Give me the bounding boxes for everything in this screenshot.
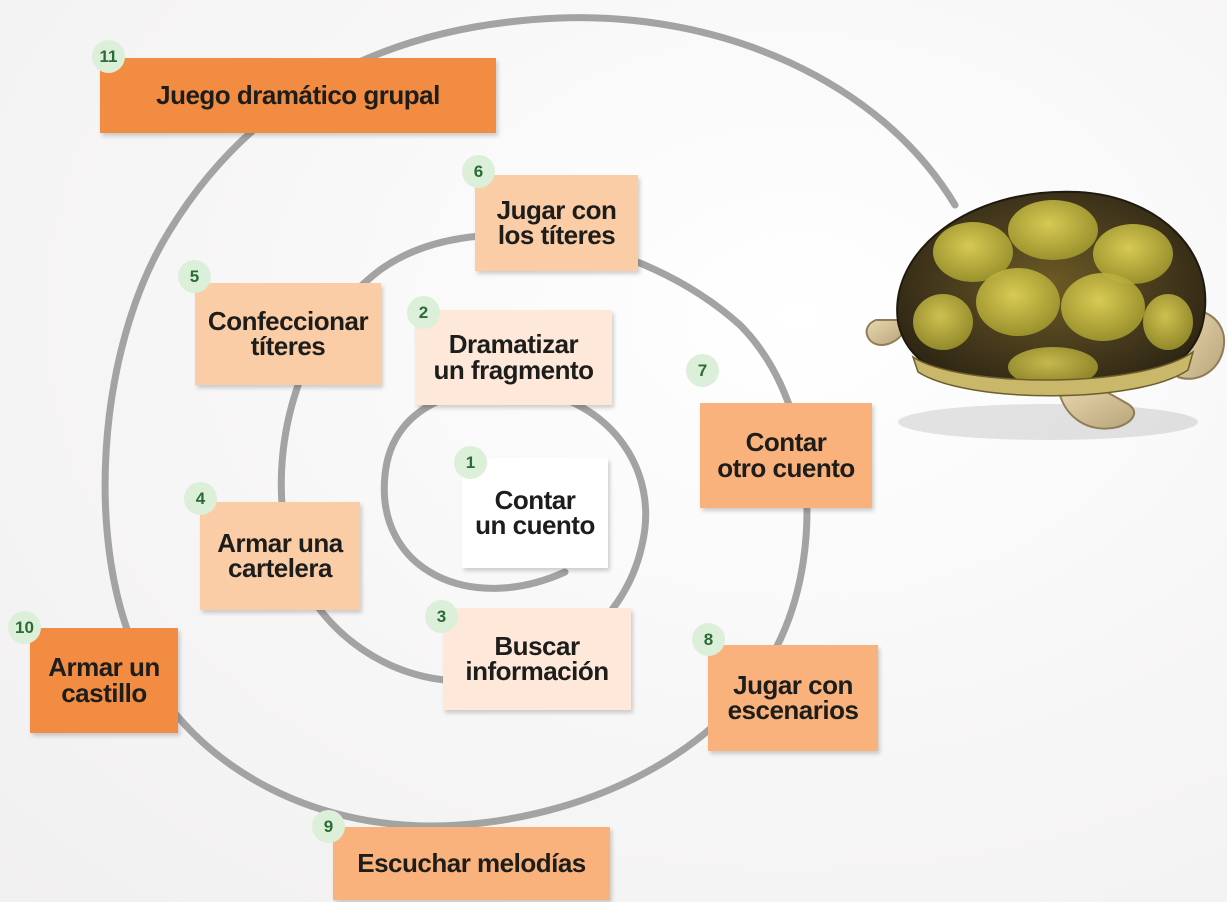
step-number-7: 7 <box>686 354 719 387</box>
step-label-1: Contar un cuento <box>475 484 595 540</box>
step-number-11: 11 <box>92 40 125 73</box>
step-number-6: 6 <box>462 155 495 188</box>
step-box-6: Jugar con los títeres <box>475 175 638 271</box>
step-number-5: 5 <box>178 260 211 293</box>
turtle-image <box>865 190 1226 440</box>
step-box-2: Dramatizar un fragmento <box>415 310 612 405</box>
step-label-7: Contar otro cuento <box>717 427 855 483</box>
step-label-4: Armar una cartelera <box>217 527 343 583</box>
step-box-7: Contar otro cuento <box>700 403 872 508</box>
step-box-11: Juego dramático grupal <box>100 58 496 133</box>
step-box-5: Confeccionar títeres <box>195 283 381 385</box>
step-number-4: 4 <box>184 482 217 515</box>
step-label-3: Buscar información <box>465 630 609 686</box>
step-number-10: 10 <box>8 611 41 644</box>
step-label-8: Jugar con escenarios <box>727 669 859 725</box>
step-number-3: 3 <box>425 600 458 633</box>
step-box-8: Jugar con escenarios <box>708 645 878 751</box>
step-label-10: Armar un castillo <box>48 652 160 708</box>
step-number-1: 1 <box>454 446 487 479</box>
step-number-2: 2 <box>407 296 440 329</box>
step-label-5: Confeccionar títeres <box>207 305 369 361</box>
step-box-1: Contar un cuento <box>462 458 608 568</box>
step-number-8: 8 <box>692 623 725 656</box>
step-box-3: Buscar información <box>443 608 631 710</box>
step-label-2: Dramatizar un fragmento <box>433 329 594 385</box>
step-number-9: 9 <box>312 810 345 843</box>
step-box-4: Armar una cartelera <box>200 502 360 610</box>
step-box-9: Escuchar melodías <box>333 827 610 900</box>
step-label-11: Juego dramático grupal <box>156 79 440 110</box>
step-label-9: Escuchar melodías <box>357 847 586 878</box>
step-box-10: Armar un castillo <box>30 628 178 733</box>
step-label-6: Jugar con los títeres <box>496 194 617 250</box>
